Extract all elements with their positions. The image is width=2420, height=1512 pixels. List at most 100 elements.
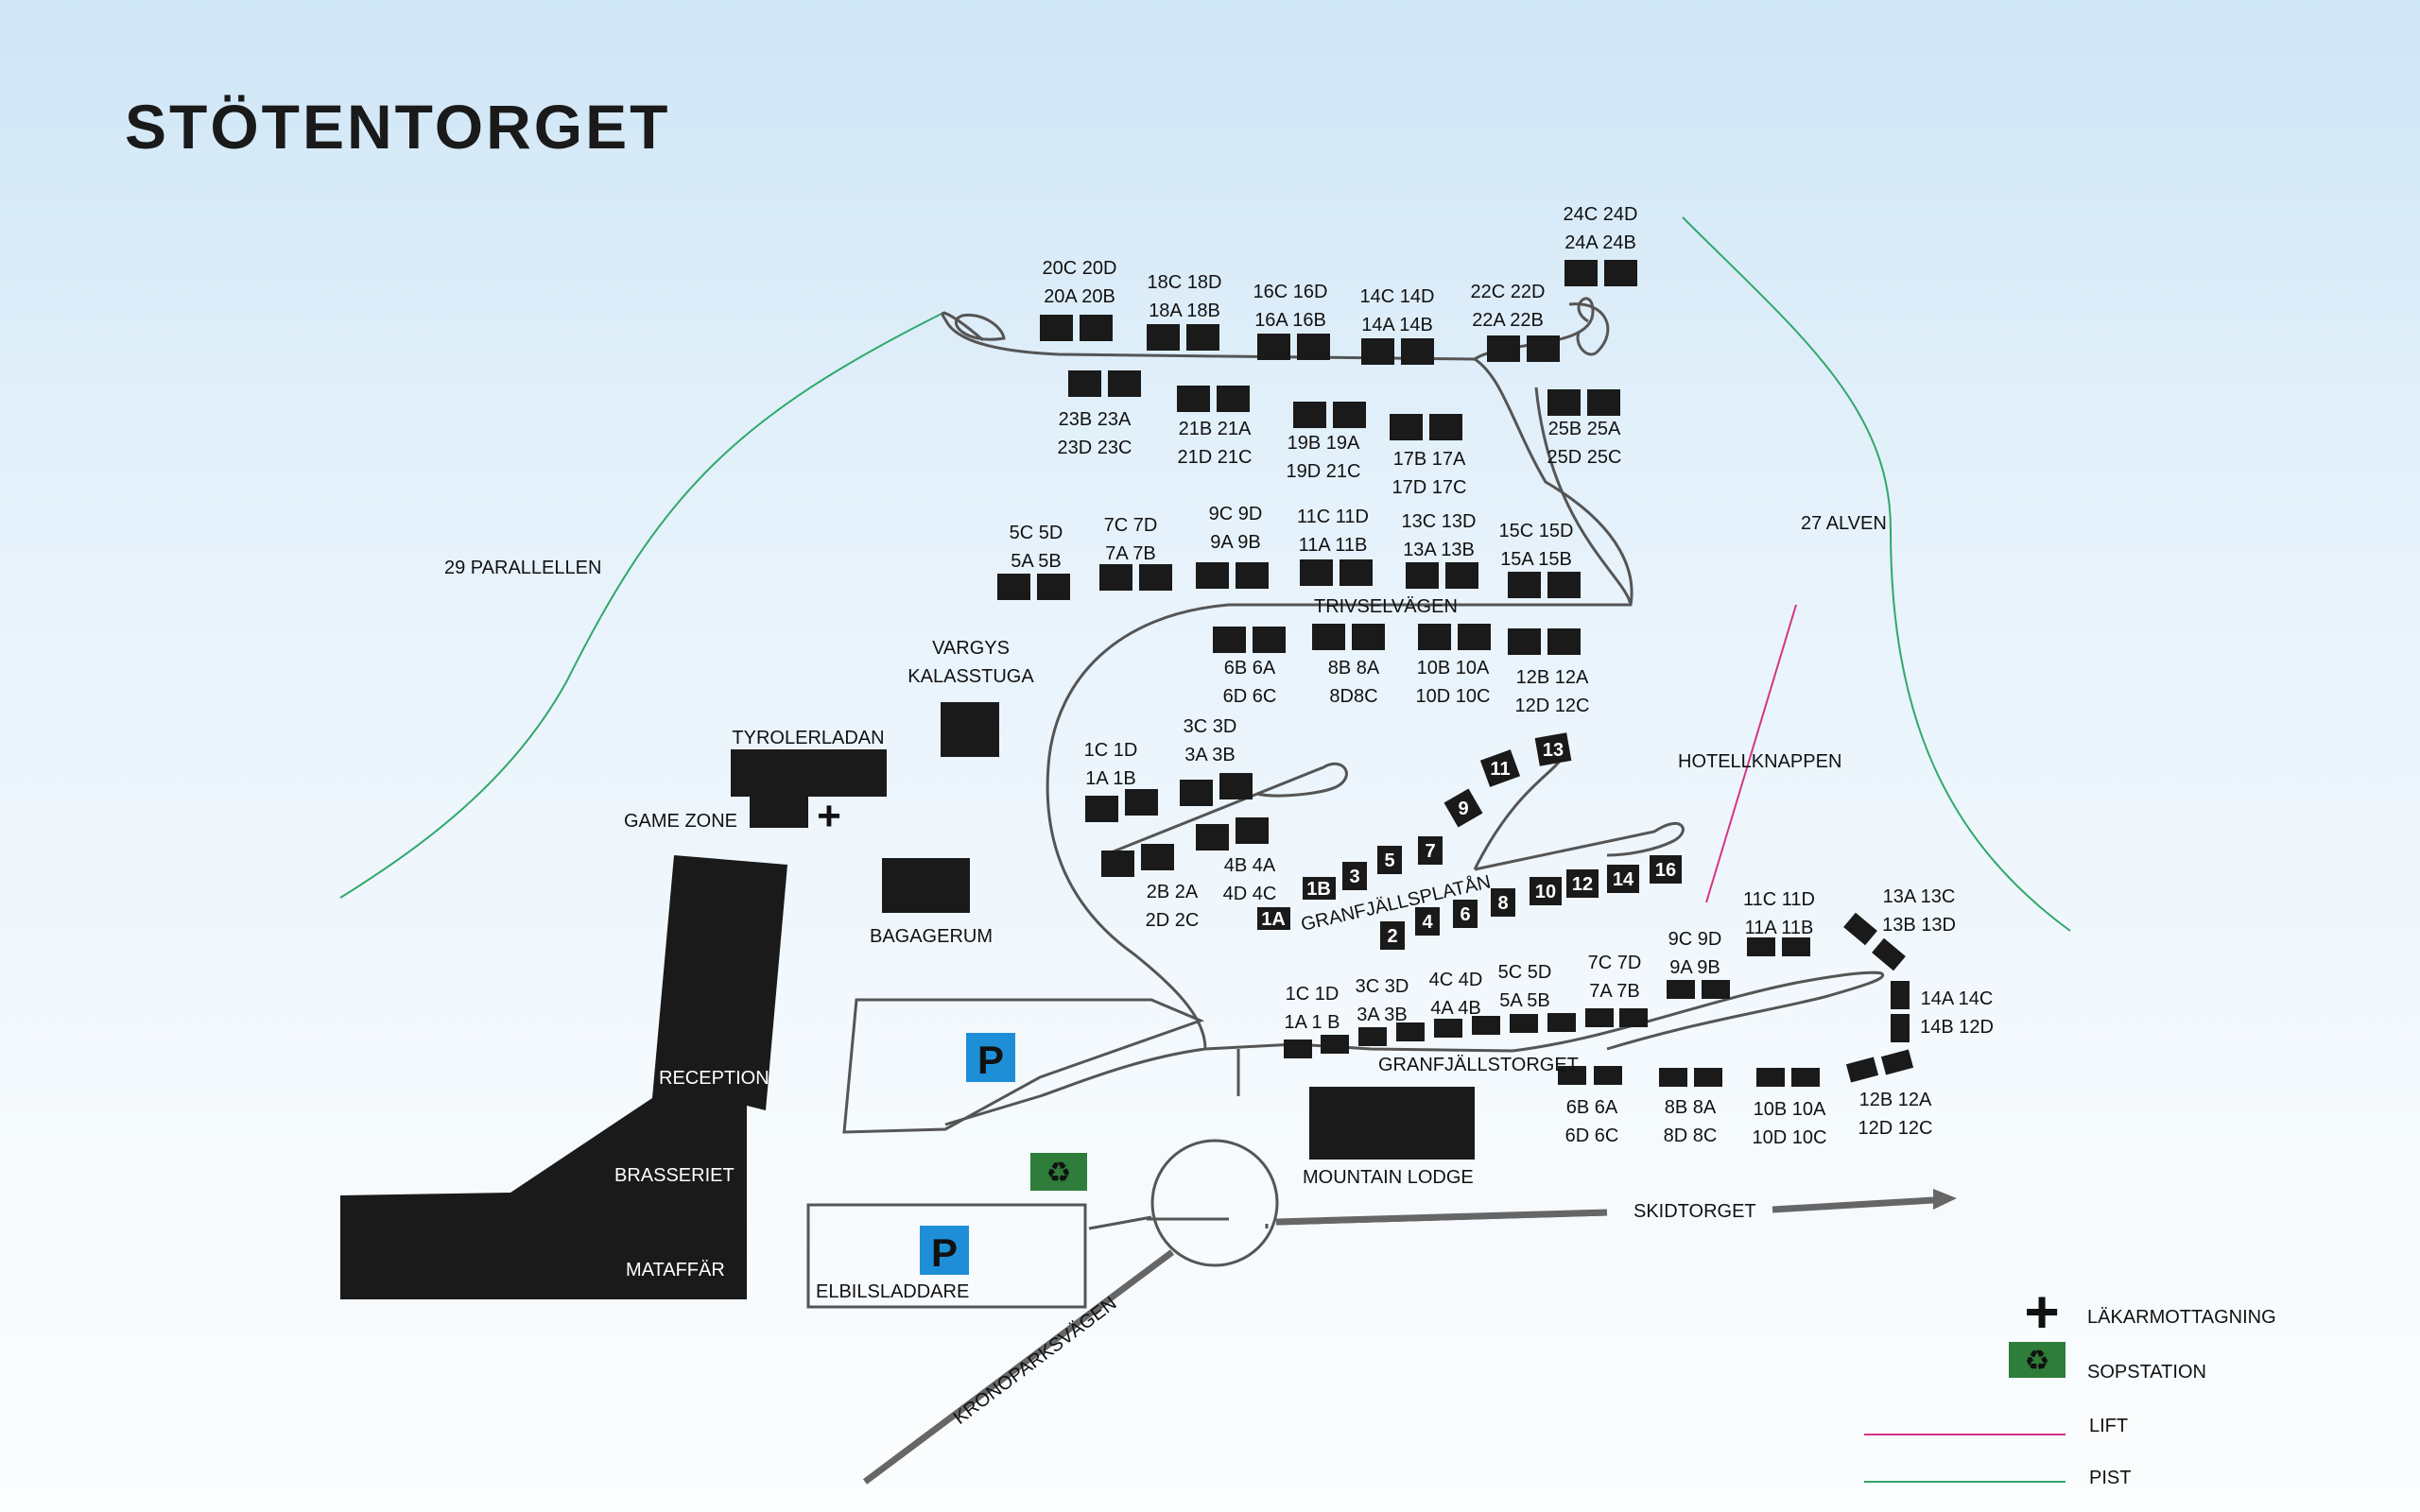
svg-text:19D 21C: 19D 21C <box>1287 461 1361 482</box>
legend-label-lift: LIFT <box>2089 1416 2128 1436</box>
label-road-skidtorget: SKIDTORGET <box>1634 1201 1756 1222</box>
svg-text:19B 19A: 19B 19A <box>1288 433 1360 454</box>
plot-label: 1A <box>1261 909 1286 930</box>
label-kalasstuga: KALASSTUGA <box>908 666 1034 687</box>
label-road-kronoparksvagen: KRONOPARKSVÄGEN <box>950 1293 1121 1429</box>
svg-text:25B 25A: 25B 25A <box>1548 419 1621 439</box>
svg-text:9A 9B: 9A 9B <box>1210 532 1260 553</box>
mountain-lodge-building <box>1309 1087 1475 1160</box>
legend: + LÄKARMOTTAGNING ♻ SOPSTATION LIFT PIST <box>1864 1278 2276 1488</box>
reception-building <box>340 855 787 1299</box>
svg-text:15A 15B: 15A 15B <box>1500 549 1572 570</box>
label-brasseriet: BRASSERIET <box>614 1165 735 1186</box>
svg-text:12B 12A: 12B 12A <box>1859 1090 1932 1110</box>
svg-text:7C 7D: 7C 7D <box>1588 953 1642 973</box>
road-kronopark <box>862 1249 1175 1485</box>
plot-label: 14 <box>1613 869 1634 890</box>
page-title: STÖTENTORGET <box>125 92 671 162</box>
legend-label-medical: LÄKARMOTTAGNING <box>2087 1307 2276 1328</box>
svg-text:18A 18B: 18A 18B <box>1149 301 1220 321</box>
legend-label-piste: PIST <box>2089 1468 2131 1488</box>
svg-text:6B 6A: 6B 6A <box>1566 1097 1618 1118</box>
svg-text:♻: ♻ <box>1046 1158 1072 1189</box>
svg-text:24C 24D: 24C 24D <box>1564 204 1638 225</box>
svg-text:5C 5D: 5C 5D <box>1010 523 1063 543</box>
svg-text:9C 9D: 9C 9D <box>1668 929 1722 950</box>
svg-text:P: P <box>977 1038 1004 1082</box>
svg-text:24A 24B: 24A 24B <box>1564 232 1636 253</box>
svg-text:2D 2C: 2D 2C <box>1146 910 1200 931</box>
label-slope-27: 27 ALVEN <box>1801 513 1887 534</box>
svg-text:25D 25C: 25D 25C <box>1547 447 1622 468</box>
svg-text:14B 12D: 14B 12D <box>1920 1017 1994 1038</box>
label-road-trivselvagen: TRIVSELVÄGEN <box>1314 596 1458 617</box>
svg-text:9A 9B: 9A 9B <box>1669 957 1720 978</box>
bagagerum-building <box>882 858 970 913</box>
svg-text:11A 11B: 11A 11B <box>1745 918 1814 938</box>
svg-text:4D 4C: 4D 4C <box>1223 884 1277 904</box>
svg-text:5A 5B: 5A 5B <box>1011 551 1061 572</box>
svg-text:3C 3D: 3C 3D <box>1184 716 1237 737</box>
plot-label: 11 <box>1490 759 1510 780</box>
svg-text:17B 17A: 17B 17A <box>1393 449 1466 470</box>
svg-text:10D 10C: 10D 10C <box>1416 686 1491 707</box>
svg-text:11C 11D: 11C 11D <box>1297 507 1369 527</box>
game-zone-building <box>750 797 808 828</box>
svg-text:13A 13C: 13A 13C <box>1883 886 1956 907</box>
arrow-head-icon <box>1933 1189 1957 1210</box>
lift-hotellknappen <box>1705 604 1797 903</box>
plot-label: 9 <box>1458 799 1468 819</box>
svg-text:7A 7B: 7A 7B <box>1589 981 1639 1002</box>
piste-27-alven <box>1682 216 2071 932</box>
svg-text:7A 7B: 7A 7B <box>1105 543 1155 564</box>
svg-text:13A 13B: 13A 13B <box>1403 540 1475 560</box>
vargys-kalasstuga-building <box>941 702 999 757</box>
cabin-blocks-top <box>997 260 1637 877</box>
svg-text:6D 6C: 6D 6C <box>1565 1125 1619 1146</box>
svg-text:P: P <box>931 1230 958 1275</box>
svg-text:11A 11B: 11A 11B <box>1299 535 1368 556</box>
legend-medical-icon: + <box>2024 1278 2059 1346</box>
svg-text:1C 1D: 1C 1D <box>1084 740 1138 761</box>
numbered-plots: 1A 1B 2 3 4 5 6 7 8 9 10 11 12 13 14 16 <box>1257 732 1682 950</box>
svg-text:5A 5B: 5A 5B <box>1499 990 1549 1011</box>
svg-text:3A 3B: 3A 3B <box>1184 745 1235 765</box>
svg-text:8B 8A: 8B 8A <box>1665 1097 1717 1118</box>
legend-recycle-icon: ♻ <box>2009 1342 2066 1378</box>
svg-text:13B 13D: 13B 13D <box>1882 915 1956 936</box>
svg-text:1C 1D: 1C 1D <box>1286 984 1340 1005</box>
medical-icon: + <box>817 793 841 839</box>
plot-label: 5 <box>1384 850 1394 871</box>
svg-text:10B 10A: 10B 10A <box>1417 658 1490 679</box>
svg-text:9C 9D: 9C 9D <box>1209 504 1263 524</box>
svg-text:8D 8C: 8D 8C <box>1664 1125 1718 1146</box>
svg-text:7C 7D: 7C 7D <box>1104 515 1158 536</box>
svg-text:6B 6A: 6B 6A <box>1224 658 1276 679</box>
cabin-blocks-bottom <box>1284 912 1914 1087</box>
svg-text:14C 14D: 14C 14D <box>1360 286 1435 307</box>
svg-text:15C 15D: 15C 15D <box>1499 521 1574 541</box>
svg-text:20A 20B: 20A 20B <box>1044 286 1115 307</box>
svg-text:18C 18D: 18C 18D <box>1148 272 1222 293</box>
svg-text:22C 22D: 22C 22D <box>1471 282 1546 302</box>
svg-text:4C 4D: 4C 4D <box>1429 970 1483 990</box>
plot-label: 4 <box>1422 912 1433 933</box>
svg-text:10B 10A: 10B 10A <box>1754 1099 1826 1120</box>
svg-text:23D 23C: 23D 23C <box>1058 438 1132 458</box>
label-mountain-lodge: MOUNTAIN LODGE <box>1303 1167 1474 1188</box>
label-bagagerum: BAGAGERUM <box>870 926 993 947</box>
svg-text:1A 1B: 1A 1B <box>1085 768 1135 789</box>
svg-text:8B 8A: 8B 8A <box>1328 658 1380 679</box>
label-vargys: VARGYS <box>932 638 1010 659</box>
svg-text:8D8C: 8D8C <box>1329 686 1377 707</box>
road-skidtorget-arrow <box>1275 1196 1934 1226</box>
svg-text:10D 10C: 10D 10C <box>1753 1127 1827 1148</box>
label-elbilsladdare: ELBILSLADDARE <box>816 1281 969 1302</box>
label-road-granfjallstorget: GRANFJÄLLSTORGET <box>1378 1055 1579 1075</box>
svg-text:16C 16D: 16C 16D <box>1253 282 1328 302</box>
label-reception: RECEPTION <box>659 1068 769 1089</box>
plot-label: 16 <box>1655 860 1676 881</box>
